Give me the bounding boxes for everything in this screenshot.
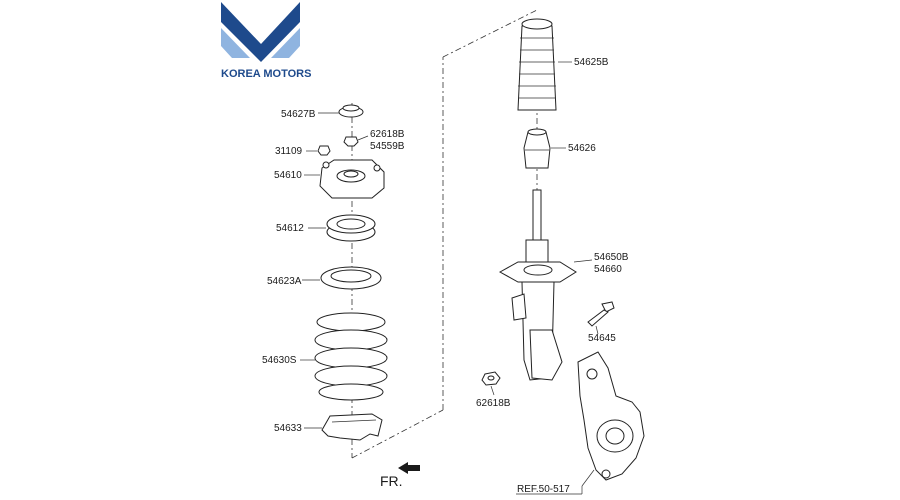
part-31109-nut (317, 145, 331, 156)
brand-logo: KOREA MOTORS (221, 2, 311, 80)
label-54626: 54626 (568, 143, 596, 154)
part-54559B-nut (343, 136, 359, 147)
part-62618B-bottom-nut (481, 371, 501, 386)
label-31109: 31109 (275, 146, 303, 157)
logo-right-lower (271, 28, 300, 58)
front-arrow-icon (398, 462, 420, 474)
part-54626-bumper (523, 128, 551, 169)
label-54630S: 54630S (262, 355, 297, 366)
part-knuckle (577, 351, 645, 481)
label-54660: 54660 (594, 264, 622, 275)
label-54645: 54645 (588, 333, 616, 344)
part-54633-lower-pad (321, 413, 383, 441)
part-54625B-boot (517, 18, 557, 111)
label-54627B: 54627B (281, 109, 316, 120)
brand-name: KOREA MOTORS (221, 68, 311, 80)
part-54610-mount (319, 159, 385, 199)
logo-left-lower (221, 28, 250, 58)
label-54650B: 54650B (594, 252, 629, 263)
part-54623A-pad (320, 266, 382, 290)
front-label: FR. (380, 473, 403, 489)
part-54612-bearing (326, 214, 376, 242)
label-54612: 54612 (276, 223, 304, 234)
logo-left-chevron (221, 2, 261, 62)
label-ref: REF.50-517 (517, 484, 570, 495)
logo-right-chevron (261, 2, 300, 62)
label-54610: 54610 (274, 170, 302, 181)
part-54627B-cap (338, 104, 364, 118)
part-54645-bolt (587, 301, 615, 327)
label-54559B: 54559B (370, 141, 405, 152)
part-54630S-spring (314, 312, 388, 401)
part-54650B-strut (498, 189, 577, 381)
label-54633: 54633 (274, 423, 302, 434)
front-indicator: FR. (380, 462, 420, 489)
label-54625B: 54625B (574, 57, 609, 68)
label-62618B-top: 62618B (370, 129, 405, 140)
label-54623A: 54623A (267, 276, 302, 287)
label-62618B-bottom: 62618B (476, 398, 511, 409)
